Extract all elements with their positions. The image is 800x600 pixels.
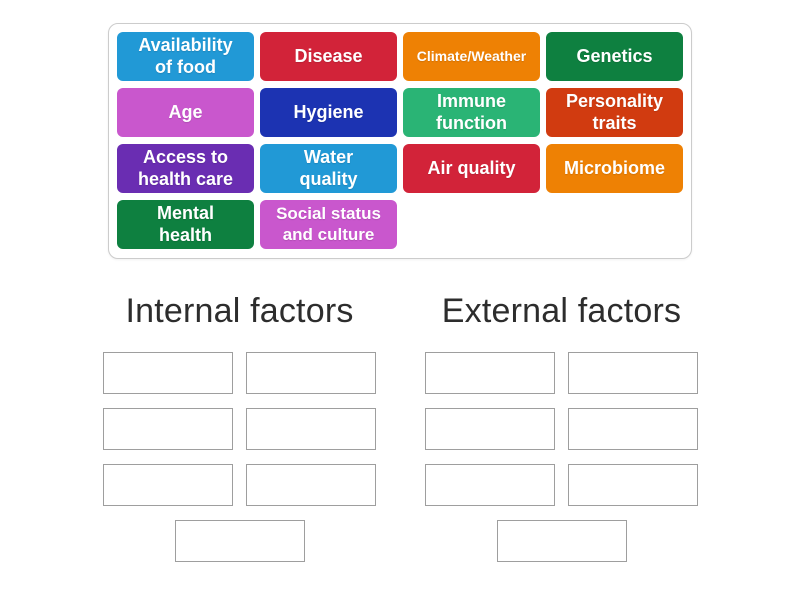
slot-row bbox=[425, 464, 698, 506]
drop-slot[interactable] bbox=[246, 464, 376, 506]
tile-availability-of-food[interactable]: Availability of food bbox=[117, 32, 254, 81]
slot-row bbox=[103, 520, 376, 562]
drop-slot[interactable] bbox=[103, 408, 233, 450]
tile-social-status-and-culture[interactable]: Social status and culture bbox=[260, 200, 397, 249]
drop-slot[interactable] bbox=[568, 408, 698, 450]
slot-row bbox=[103, 352, 376, 394]
tile-climate-weather[interactable]: Climate/Weather bbox=[403, 32, 540, 81]
drop-slot[interactable] bbox=[425, 464, 555, 506]
tile-genetics[interactable]: Genetics bbox=[546, 32, 683, 81]
drop-slot[interactable] bbox=[246, 408, 376, 450]
tile-air-quality[interactable]: Air quality bbox=[403, 144, 540, 193]
group-title-internal: Internal factors bbox=[125, 292, 354, 330]
tile-personality-traits[interactable]: Personality traits bbox=[546, 88, 683, 137]
drop-slot[interactable] bbox=[174, 520, 305, 562]
slot-row bbox=[425, 520, 698, 562]
drop-slot[interactable] bbox=[496, 520, 627, 562]
word-tray: Availability of food Disease Climate/Wea… bbox=[108, 23, 692, 259]
tile-microbiome[interactable]: Microbiome bbox=[546, 144, 683, 193]
slot-row bbox=[103, 408, 376, 450]
drop-slot[interactable] bbox=[568, 464, 698, 506]
slot-row bbox=[425, 408, 698, 450]
drop-slot[interactable] bbox=[103, 464, 233, 506]
tile-immune-function[interactable]: Immune function bbox=[403, 88, 540, 137]
drop-slot[interactable] bbox=[425, 352, 555, 394]
drop-slot[interactable] bbox=[568, 352, 698, 394]
tile-water-quality[interactable]: Water quality bbox=[260, 144, 397, 193]
group-title-external: External factors bbox=[441, 292, 682, 330]
drop-slot[interactable] bbox=[425, 408, 555, 450]
external-factors-group: External factors bbox=[425, 292, 698, 576]
tile-mental-health[interactable]: Mental health bbox=[117, 200, 254, 249]
drop-slot[interactable] bbox=[246, 352, 376, 394]
tile-hygiene[interactable]: Hygiene bbox=[260, 88, 397, 137]
tile-access-to-health-care[interactable]: Access to health care bbox=[117, 144, 254, 193]
internal-factors-group: Internal factors bbox=[103, 292, 376, 576]
drop-slot[interactable] bbox=[103, 352, 233, 394]
slot-row bbox=[425, 352, 698, 394]
tile-disease[interactable]: Disease bbox=[260, 32, 397, 81]
tile-age[interactable]: Age bbox=[117, 88, 254, 137]
slot-row bbox=[103, 464, 376, 506]
